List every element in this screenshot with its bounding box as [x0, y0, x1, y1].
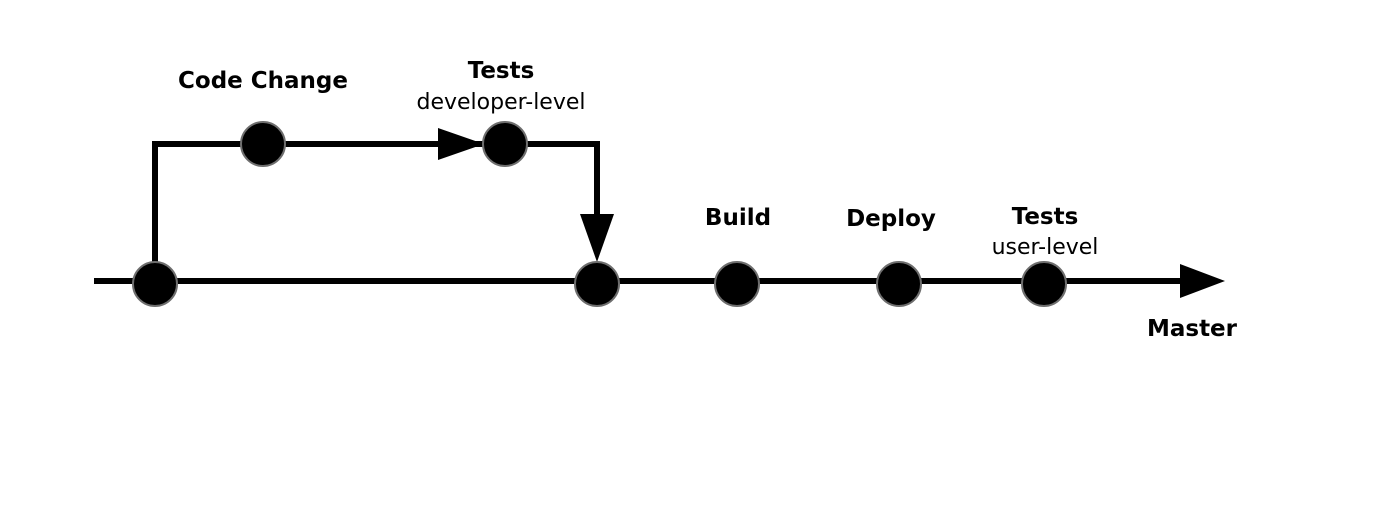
label-tests-user-sub: user-level	[992, 235, 1099, 260]
label-code-change: Code Change	[178, 68, 348, 94]
branch-line	[152, 141, 600, 281]
label-tests-developer-sub: developer-level	[416, 90, 585, 115]
label-master: Master	[1147, 316, 1238, 342]
node-build	[714, 261, 760, 307]
master-arrowhead	[1180, 264, 1225, 298]
label-deploy: Deploy	[846, 206, 936, 232]
label-tests-user-title: Tests	[1012, 204, 1079, 230]
node-merge	[574, 261, 620, 307]
merge-arrowhead-down	[580, 214, 614, 262]
node-branch-start	[132, 261, 178, 307]
node-tests-user	[1021, 261, 1067, 307]
label-build: Build	[705, 205, 771, 231]
branch-arrowhead-right	[438, 128, 484, 160]
node-code-change	[240, 121, 286, 167]
label-tests-developer-title: Tests	[468, 58, 535, 84]
node-tests-developer	[482, 121, 528, 167]
node-deploy	[876, 261, 922, 307]
